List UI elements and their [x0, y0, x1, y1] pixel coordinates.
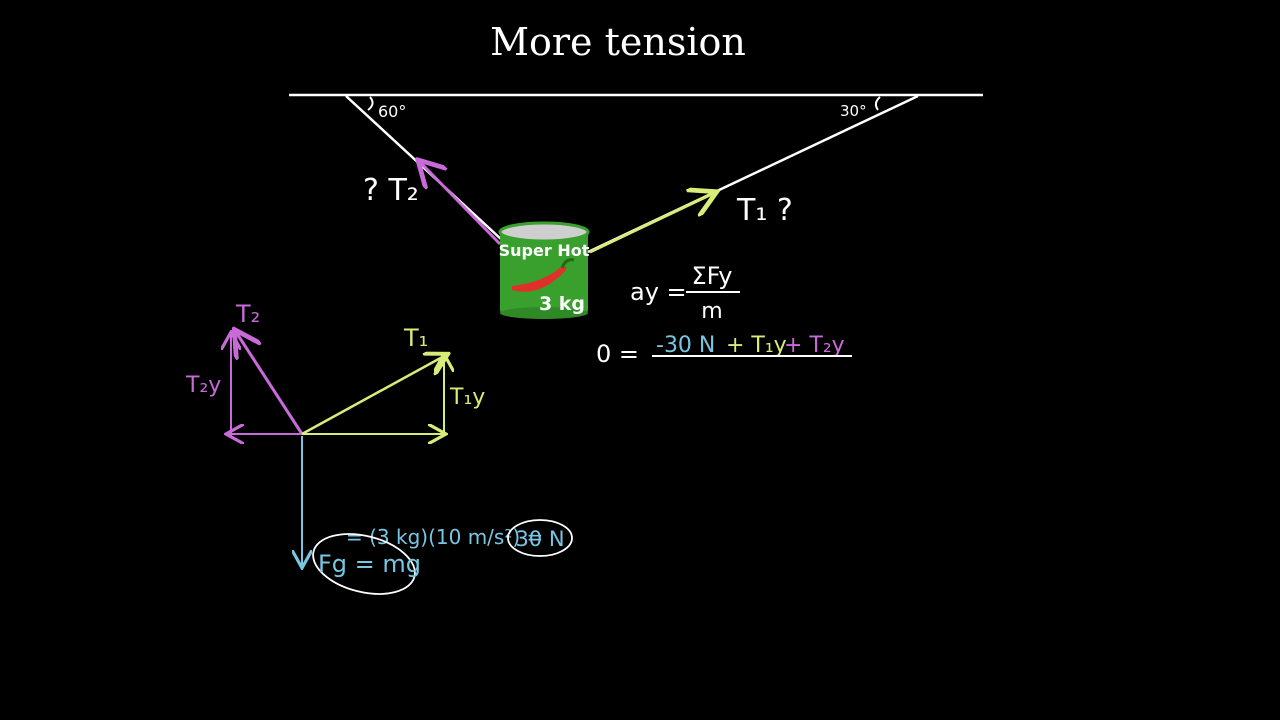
equation-term-t2y: + T₂y — [784, 333, 845, 358]
weight-result: 30 N — [515, 527, 564, 551]
equation-numerator: ΣFy — [692, 262, 733, 290]
equation-zero: 0 = — [596, 340, 639, 368]
fbd-t2-label: T₂ — [235, 300, 260, 328]
rope-label-left: ? T₂ — [363, 173, 419, 208]
can-bottom — [500, 307, 588, 319]
equation-term-weight: -30 N — [656, 333, 715, 358]
equation-denominator: m — [701, 299, 722, 324]
fbd-t1y-label: T₁y — [449, 385, 485, 410]
fbd-t1-label: T₁ — [403, 324, 428, 352]
angle-arc-right — [874, 96, 881, 111]
force-equation: ay = ΣFy m 0 = -30 N + T₁y + T₂y — [596, 262, 852, 368]
fbd-t2-vector — [236, 332, 304, 435]
page-title: More tension — [490, 20, 746, 64]
can-brand: Super Hot — [499, 241, 590, 260]
can-lid — [498, 221, 590, 243]
can-mass: 3 kg — [539, 293, 585, 315]
equation-lhs: ay = — [630, 278, 687, 306]
equation-term-t1y: + T₁y — [726, 333, 787, 358]
weight-formula: Fg = mg — [318, 550, 421, 578]
tension-vector-left — [420, 162, 502, 246]
weight-calculation: = (3 kg)(10 m/s²) = 30 N Fg = mg — [312, 519, 573, 595]
angle-arc-left — [367, 96, 374, 111]
weight-formula-circle — [312, 533, 416, 595]
weight-result-circle — [507, 519, 573, 557]
rope-label-right: T₁ ? — [736, 193, 793, 228]
chili-pepper-icon — [512, 258, 575, 292]
can: Super Hot 3 kg — [498, 221, 590, 319]
ceiling-setup: 60° 30° — [289, 93, 983, 254]
fbd-t2y-label: T₂y — [185, 373, 221, 398]
angle-label-left: 60° — [378, 102, 406, 121]
angle-label-right: 30° — [840, 102, 867, 120]
free-body-diagram: T₂ T₂y T₁ T₁y — [185, 300, 485, 566]
fbd-t1-vector — [301, 355, 446, 436]
tension-vector-right — [589, 193, 714, 254]
can-body — [500, 232, 588, 314]
